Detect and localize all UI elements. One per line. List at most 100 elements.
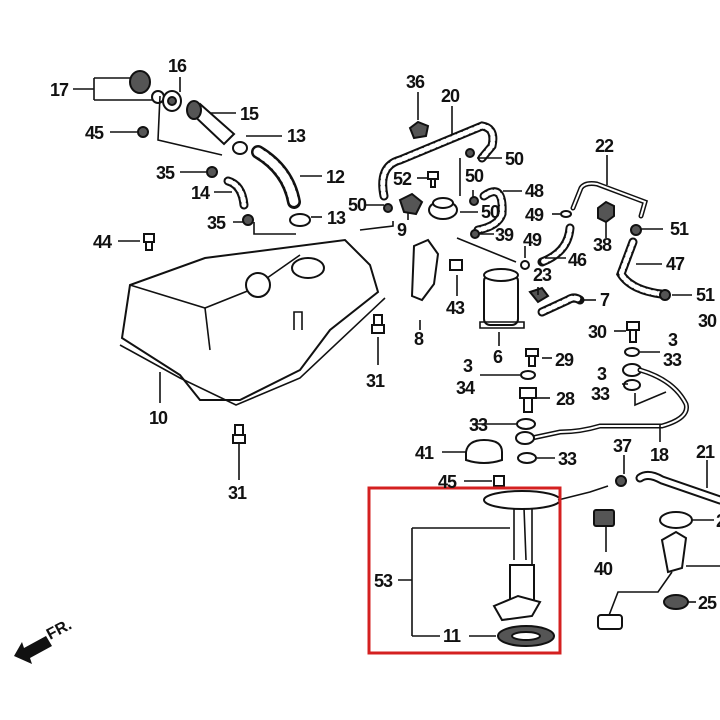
highlight-box [367, 486, 562, 655]
hose-48[interactable] [473, 187, 507, 235]
bolt-52[interactable] [427, 171, 439, 188]
label-50: 50 [348, 195, 367, 215]
bracket-39[interactable] [398, 192, 424, 216]
fuel-tank-10[interactable] [119, 238, 386, 406]
label-33: 33 [558, 449, 577, 469]
pipe-22[interactable] [570, 181, 649, 219]
hose-47[interactable] [616, 237, 666, 299]
label-12: 12 [326, 167, 345, 187]
label-30: 30 [698, 311, 717, 331]
label-16: 16 [168, 56, 187, 76]
vent-hose-20[interactable] [378, 121, 498, 201]
clip-50b[interactable] [469, 196, 479, 206]
clip-50d[interactable] [383, 203, 393, 213]
label-28: 28 [556, 389, 575, 409]
label-46: 46 [568, 250, 587, 270]
clip-50a[interactable] [465, 148, 475, 158]
label-41: 41 [415, 443, 434, 463]
two-way-valve-9[interactable] [428, 197, 458, 220]
fuel-cap-17[interactable] [129, 70, 165, 104]
clip-51b[interactable] [659, 289, 671, 301]
fuel-gauge-sender[interactable] [597, 530, 688, 630]
label-31: 31 [366, 371, 385, 391]
clip-51a[interactable] [630, 224, 642, 236]
label-3: 3 [463, 356, 473, 376]
hose-46[interactable] [537, 223, 575, 267]
label-51: 51 [696, 285, 715, 305]
arrow-icon [14, 636, 52, 664]
gasket-16[interactable] [162, 90, 182, 112]
bolt-44[interactable] [143, 233, 155, 251]
label-38: 38 [593, 235, 612, 255]
bolt-29[interactable] [525, 348, 539, 367]
fuel-pipe-18[interactable] [515, 363, 689, 445]
label-50: 50 [505, 149, 524, 169]
clip-50c[interactable] [470, 229, 480, 239]
label-33: 33 [469, 415, 488, 435]
label-9: 50 [481, 202, 500, 222]
washer-34[interactable] [520, 370, 536, 380]
label-25: 25 [698, 593, 717, 613]
label-49: 49 [523, 230, 542, 250]
fuel-pump-assembly-53[interactable] [483, 485, 609, 622]
bolt-43[interactable] [449, 259, 463, 271]
washer-33b[interactable] [623, 379, 641, 391]
label-13: 13 [327, 208, 346, 228]
seal-ring-11[interactable] [497, 625, 555, 647]
label-39: 9 [397, 220, 407, 240]
clip-45[interactable] [137, 126, 149, 138]
clamp-13[interactable] [232, 141, 248, 155]
label-33: 33 [591, 384, 610, 404]
charcoal-canister-6[interactable] [479, 268, 525, 329]
label-2: 2 [716, 511, 720, 531]
label-3: 3 [597, 364, 607, 384]
connector-40[interactable] [593, 509, 615, 527]
washer-33c[interactable] [516, 418, 536, 430]
pipe-21[interactable] [635, 470, 720, 505]
label-21: 21 [696, 442, 715, 462]
clip-49b[interactable] [520, 260, 530, 270]
label-29: 29 [555, 350, 574, 370]
hose-7[interactable] [537, 293, 585, 317]
bolt-31b[interactable] [232, 424, 246, 444]
label-44: 44 [93, 232, 112, 252]
bracket-8[interactable] [410, 238, 440, 302]
label-53: 53 [374, 571, 393, 591]
direction-label: FR. [44, 616, 75, 643]
label-50: 50 [465, 166, 484, 186]
clip-35a[interactable] [206, 166, 218, 178]
label-43: 43 [446, 298, 465, 318]
label-37: 37 [613, 436, 632, 456]
grommet-38[interactable] [597, 200, 615, 224]
bolt-30[interactable] [626, 321, 640, 343]
clamp-13b[interactable] [289, 213, 311, 227]
clip-23[interactable] [528, 286, 550, 304]
label-47: 47 [666, 254, 685, 274]
label-31: 31 [228, 483, 247, 503]
label-3: 3 [668, 330, 678, 350]
bolt-28[interactable] [519, 387, 537, 413]
washer-33a[interactable] [624, 347, 640, 357]
filler-hose-12[interactable] [251, 145, 301, 209]
label-45: 45 [85, 123, 104, 143]
breather-hose-14[interactable] [223, 176, 249, 210]
front-direction-marker: FR. [14, 616, 75, 664]
part-labels: 17 16 15 45 13 35 12 14 35 13 44 10 31 3… [50, 56, 720, 646]
gasket-25[interactable] [663, 594, 689, 610]
clip-36[interactable] [408, 120, 430, 140]
label-6: 6 [493, 347, 503, 367]
nut-45b[interactable] [493, 475, 505, 487]
label-49: 49 [525, 205, 544, 225]
label-33: 33 [663, 350, 682, 370]
bolt-31a[interactable] [371, 314, 385, 334]
washer-33d[interactable] [517, 452, 537, 464]
clip-37[interactable] [615, 475, 627, 487]
filler-neck-15[interactable] [186, 100, 236, 146]
cover-41[interactable] [465, 438, 503, 464]
clip-49a[interactable] [560, 210, 572, 218]
label-35: 35 [207, 213, 226, 233]
label-36: 36 [406, 72, 425, 92]
clip-35b[interactable] [242, 214, 254, 226]
label-51: 51 [670, 219, 689, 239]
lock-ring-2[interactable] [659, 511, 693, 529]
